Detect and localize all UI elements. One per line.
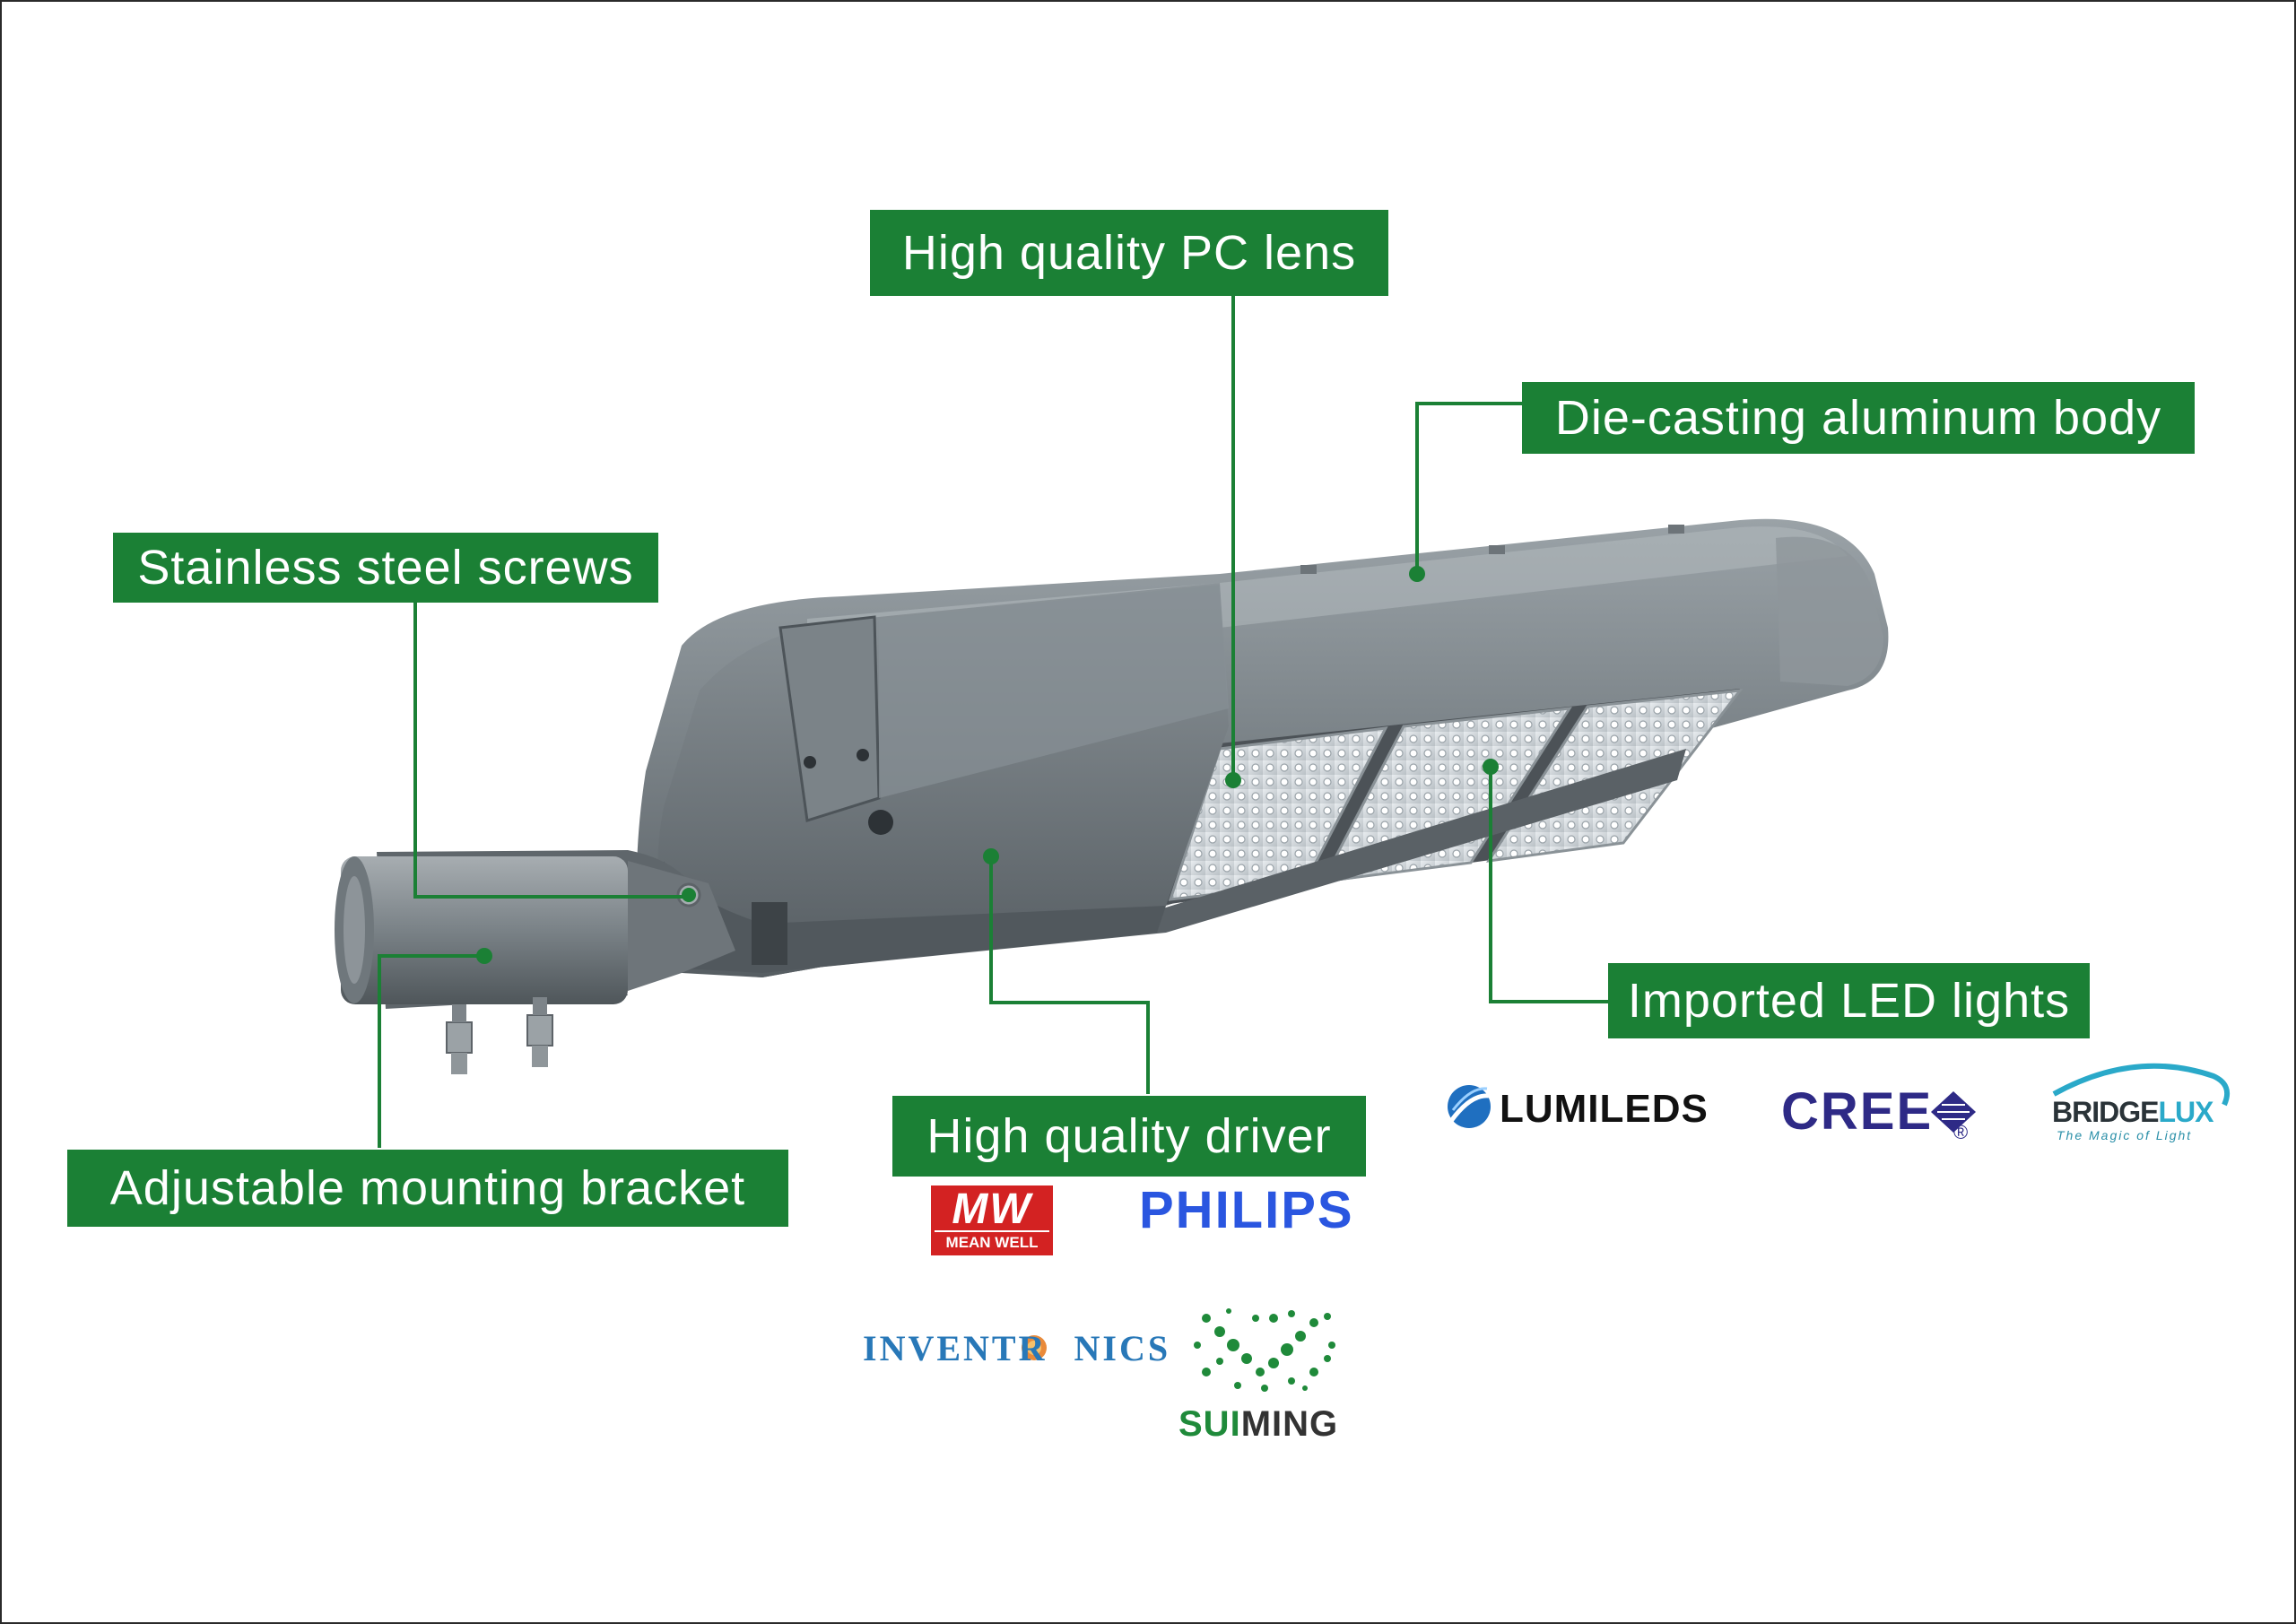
meanwell-text: MEAN WELL xyxy=(935,1230,1049,1254)
lumileds-logo: LUMILEDS xyxy=(1500,1087,1709,1131)
mounting-bracket xyxy=(335,850,787,1074)
cree-logo-mark xyxy=(1931,1091,1976,1133)
callout-pc-lens: High quality PC lens xyxy=(870,210,1388,296)
meanwell-logo: MW MEAN WELL xyxy=(931,1185,1053,1255)
driver-housing xyxy=(657,583,1229,977)
cree-registered-mark: ® xyxy=(1953,1121,1969,1143)
inventronics-text-b: NICS xyxy=(1074,1328,1171,1368)
suiming-logo-mark xyxy=(1194,1308,1335,1392)
inventronics-text-a: INVENTR xyxy=(863,1328,1048,1368)
cree-text: CREE xyxy=(1781,1082,1934,1141)
bridgelux-tagline: The Magic of Light xyxy=(2057,1128,2193,1142)
callout-aluminum-body: Die-casting aluminum body xyxy=(1522,382,2195,454)
lumileds-logo-mark xyxy=(1448,1085,1491,1128)
callout-mounting-bracket: Adjustable mounting bracket xyxy=(67,1150,788,1227)
suiming-logo: SUIMING xyxy=(1178,1404,1338,1445)
inventronics-logo: INVENTR NICS xyxy=(863,1327,1170,1369)
suiming-text-a: SUI xyxy=(1178,1404,1241,1444)
callout-led-lights: Imported LED lights xyxy=(1608,963,2090,1038)
callout-dots xyxy=(476,566,1499,964)
bridgelux-text-b: LUX xyxy=(2158,1096,2213,1128)
callout-leaders xyxy=(378,296,1610,1148)
bridgelux-text-a: BRIDGE xyxy=(2052,1096,2159,1128)
inventronics-o-mark xyxy=(1022,1335,1047,1360)
callout-stainless-screws: Stainless steel screws xyxy=(113,533,658,603)
bridgelux-logo: BRIDGELUX xyxy=(2052,1096,2213,1129)
philips-logo: PHILIPS xyxy=(1139,1181,1354,1239)
meanwell-mark: MW xyxy=(935,1188,1049,1231)
suiming-text-b: MING xyxy=(1240,1404,1339,1444)
callout-driver: High quality driver xyxy=(892,1096,1366,1177)
cree-logo: CREE xyxy=(1781,1081,1933,1142)
bridgelux-swoosh xyxy=(2052,1063,2230,1107)
